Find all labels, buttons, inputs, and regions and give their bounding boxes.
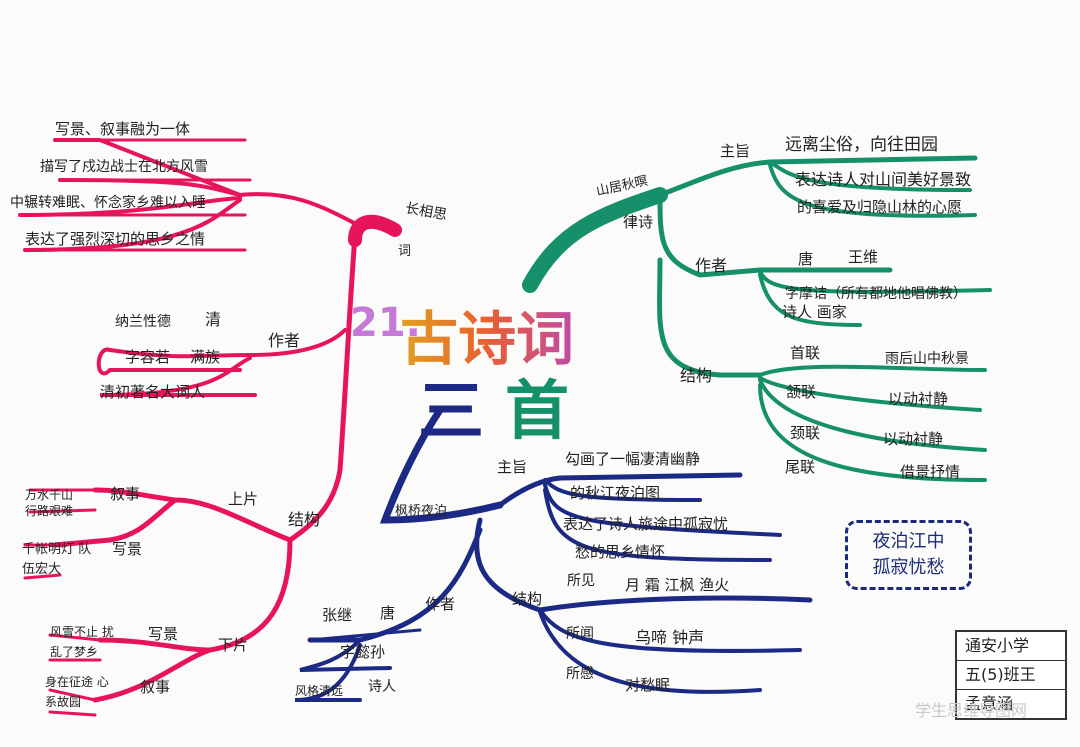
poem3-theme-3: 表达了诗人旅途中孤寂忧 (563, 515, 729, 533)
name-stamp: 通安小学 五(5)班王 孟意涵 (955, 630, 1067, 720)
poem1-upper-tag-2: 写景 (112, 540, 143, 558)
poem1-lower-item-2: 身在征途 心系故园 (45, 675, 109, 709)
blue-branch (294, 406, 813, 702)
poem2-author-dynasty: 唐 (798, 250, 814, 268)
title-prefix: 21. (350, 300, 421, 346)
poem1-lower-tag-1: 写景 (148, 625, 179, 643)
poem1-author-name: 纳兰性德 (115, 314, 171, 330)
poem1-upper-item-1: 万水千山 行路艰难 (25, 488, 74, 518)
poem1-lower-label: 下片 (218, 636, 249, 654)
poem3-sense-items-1: 月 霜 江枫 渔火 (625, 576, 730, 594)
poem2-author-zi: 字摩诘（所有都地他唱佛教） (785, 286, 967, 302)
poem3-sense-label-2: 所闻 (566, 626, 594, 642)
poem1-upper-label: 上片 (228, 490, 259, 508)
poem1-type: 词 (398, 244, 412, 259)
stamp-school: 通安小学 (957, 632, 1065, 661)
poem2-line-desc-3: 以动衬静 (883, 430, 944, 448)
poem2-line-label-4: 尾联 (785, 458, 816, 476)
poem3-theme-label: 主旨 (497, 458, 528, 476)
poem2-line-label-2: 颔联 (786, 383, 817, 401)
poem1-lower-tag-2: 叙事 (140, 678, 171, 696)
poem2-structure-label: 结构 (680, 366, 713, 385)
stamp-class: 五(5)班王 (957, 661, 1065, 690)
poem2-line-desc-4: 借景抒情 (900, 463, 961, 481)
poem3-sense-items-3: 对愁眠 (625, 676, 671, 694)
poem1-author-ethnic: 满族 (190, 348, 221, 366)
poem2-line-label-1: 首联 (790, 344, 821, 362)
poem3-author-style: 风格清远 (295, 684, 344, 698)
poem1-structure-label: 结构 (288, 510, 321, 529)
poem2-line-desc-1: 雨后山中秋景 (885, 351, 969, 367)
poem3-author-zi: 字懿孙 (340, 643, 386, 661)
poem3-sense-label-1: 所见 (567, 573, 595, 589)
poem2-line-desc-2: 以动衬静 (888, 390, 949, 408)
poem1-lower-item-1: 风雪不止 扰乱了梦乡 (50, 625, 114, 659)
summary-line-1: 夜泊江中 (872, 531, 945, 552)
poem2-author-label: 作者 (695, 256, 728, 275)
poem1-author-zi: 字容若 (125, 348, 171, 366)
poem1-purpose-3: 中辗转难眠、怀念家乡难以入睡 (10, 195, 206, 211)
poem3-author-label: 作者 (425, 595, 456, 613)
poem3-theme-4: 愁的思乡情怀 (575, 543, 666, 561)
poem3-sense-label-3: 所感 (566, 666, 594, 682)
summary-line-2: 孤寂忧愁 (872, 557, 945, 578)
poem1-purpose-2: 描写了戍边战士在北方风雪 (40, 159, 208, 175)
title-main: 古诗词 (400, 292, 574, 376)
title-unit: 首 (505, 375, 569, 449)
poem1-upper-item-2: 千帐明灯 队伍宏大 (22, 542, 92, 577)
poem1-author-fame: 清初著名大词人 (100, 383, 206, 401)
poem2-author-roles: 诗人 画家 (782, 303, 847, 321)
poem2-theme-2: 表达诗人对山间美好景致 (795, 170, 972, 189)
watermark: 学生思维导图网 (915, 701, 1028, 720)
poem2-theme-1: 远离尘俗，向往田园 (785, 135, 938, 155)
poem2-author-name: 王维 (848, 248, 879, 266)
poem3-structure-label: 结构 (512, 590, 543, 608)
poem2-theme-label: 主旨 (720, 142, 751, 160)
poem2-type: 律诗 (623, 213, 654, 231)
poem3-sense-items-2: 乌啼 钟声 (635, 628, 705, 647)
poem3-theme-1: 勾画了一幅凄清幽静 (565, 450, 701, 468)
poem1-upper-tag-1: 叙事 (110, 485, 141, 503)
poem3-author-role: 诗人 (368, 679, 396, 695)
poem2-theme-3: 的喜爱及归隐山林的心愿 (797, 198, 963, 216)
poem3-author-name: 张继 (322, 606, 353, 624)
poem2-line-label-3: 颈联 (790, 424, 821, 442)
poem1-author-dynasty: 清 (205, 310, 222, 329)
poem3-theme-2: 的秋江夜泊图 (570, 484, 661, 502)
red-branch (18, 138, 402, 717)
title-num: 三 (418, 373, 484, 450)
poem3-name: 枫桥夜泊 (395, 504, 448, 519)
green-branch (522, 155, 992, 482)
poem1-purpose-4: 表达了强烈深切的思乡之情 (25, 230, 206, 248)
poem3-author-dynasty: 唐 (380, 604, 396, 622)
stamp-name: 孟意涵 (965, 694, 1014, 713)
summary-box: 夜泊江中 孤寂忧愁 (845, 520, 972, 590)
poem1-purpose-1: 写景、叙事融为一体 (55, 120, 191, 138)
poem1-author-label: 作者 (268, 331, 301, 350)
